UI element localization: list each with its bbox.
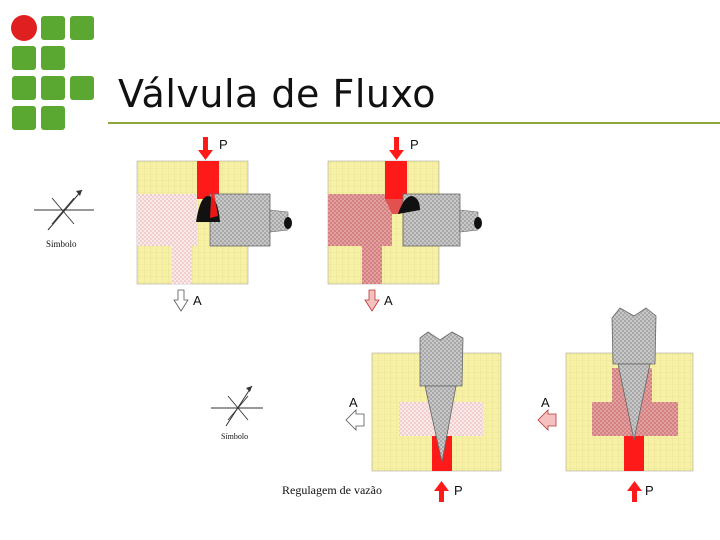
port-label-p: P — [645, 483, 654, 498]
port-label-a: A — [349, 395, 358, 410]
port-label-p: P — [410, 137, 419, 152]
flow-control-symbol — [34, 189, 94, 231]
flow-control-symbol — [211, 385, 263, 427]
symbol-label: Símbolo — [221, 432, 248, 441]
logo-square — [12, 46, 36, 70]
valve-open-diagram — [327, 137, 482, 312]
symbol-label: Símbolo — [46, 239, 77, 249]
logo-square — [41, 46, 65, 70]
title-underline — [108, 122, 720, 124]
logo-square — [12, 76, 36, 100]
logo-square — [41, 106, 65, 130]
port-label-a: A — [193, 293, 202, 308]
logo-square — [70, 76, 94, 100]
port-label-p: P — [219, 137, 228, 152]
port-label-a: A — [541, 395, 550, 410]
needle-valve-open-diagram — [537, 307, 694, 502]
valve-closed-diagram — [136, 137, 292, 312]
logo-red-circle — [11, 15, 37, 41]
needle-valve-partial-diagram — [345, 331, 502, 502]
diagram-caption: Regulagem de vazão — [282, 483, 382, 497]
logo-square — [70, 16, 94, 40]
logo-square — [12, 106, 36, 130]
institution-logo — [11, 15, 94, 130]
port-label-a: A — [384, 293, 393, 308]
port-label-p: P — [454, 483, 463, 498]
logo-square — [41, 16, 65, 40]
slide-title: Válvula de Fluxo — [118, 72, 437, 116]
logo-square — [41, 76, 65, 100]
